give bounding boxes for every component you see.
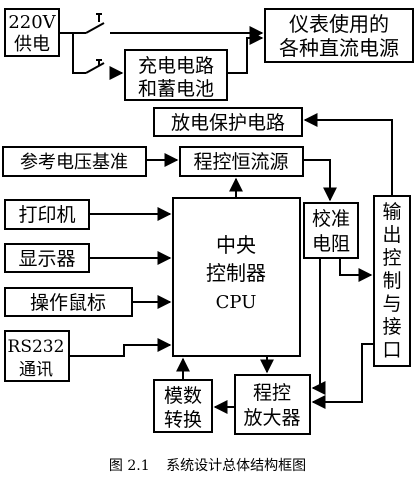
rs232-box: RS232 通讯	[4, 330, 70, 382]
output-to-amp-arrow	[311, 343, 374, 409]
printer-label: 打印机	[18, 204, 75, 226]
output-ctrl-char-6: 接	[382, 316, 401, 338]
cpu-label-1: 中央	[216, 233, 256, 257]
output-ctrl-box: 输 出 控 制 与 接 口	[373, 195, 411, 367]
supply-label-1: 220V	[8, 12, 56, 33]
calib-resistor-label-2: 电阻	[312, 233, 350, 255]
prog-current-label: 程控恒流源	[193, 151, 288, 173]
mouse-box: 操作鼠标	[4, 287, 133, 317]
ref-voltage-label: 参考电压基准	[20, 152, 128, 173]
calib-to-amp-arrow	[311, 258, 326, 395]
supply-label-2: 供电	[14, 34, 50, 55]
prog-amp-label-1: 程控	[253, 382, 291, 404]
cpu-label-3: CPU	[216, 292, 257, 313]
calib-resistor-label-1: 校准	[312, 208, 350, 230]
instrument-dc-box: 仪表使用的 各种直流电源	[264, 8, 414, 63]
cpu-box: 中央 控制器 CPU	[172, 197, 301, 357]
switch-to-dc-supply	[59, 13, 264, 40]
output-ctrl-char-7: 口	[382, 339, 401, 361]
calib-resistor-box: 校准 电阻	[303, 202, 359, 259]
output-ctrl-char-5: 与	[382, 293, 401, 315]
discharge-protect-box: 放电保护电路	[153, 107, 303, 137]
adc-label-2: 转换	[164, 409, 202, 431]
rs232-label-2: 通讯	[19, 360, 53, 380]
mouse-label: 操作鼠标	[30, 292, 106, 314]
output-ctrl-char-1: 输	[382, 201, 401, 223]
prog-amp-box: 程控 放大器	[234, 374, 311, 435]
output-to-protect-arrow	[303, 113, 393, 196]
adc-box: 模数 转换	[153, 379, 213, 433]
discharge-protect-label: 放电保护电路	[171, 112, 285, 134]
prog-current-box: 程控恒流源	[179, 146, 304, 177]
rs232-to-cpu-arrow	[69, 338, 172, 357]
display-label: 显示器	[18, 248, 75, 270]
charger-label-1: 充电电路	[138, 55, 214, 77]
ref-voltage-box: 参考电压基准	[2, 146, 147, 177]
figure-title: 系统设计总体结构框图	[166, 458, 307, 474]
charger-box: 充电电路 和蓄电池	[124, 49, 228, 101]
figure-number: 图 2.1	[108, 458, 150, 474]
charger-to-dc-arrow	[227, 31, 264, 74]
output-ctrl-char-3: 控	[382, 247, 401, 269]
display-box: 显示器	[4, 243, 90, 273]
instrument-dc-label-2: 各种直流电源	[279, 36, 399, 60]
output-ctrl-char-4: 制	[382, 270, 401, 292]
charger-label-2: 和蓄电池	[138, 78, 214, 100]
printer-box: 打印机	[4, 199, 90, 230]
calib-to-output-arrow	[339, 258, 373, 282]
adc-label-1: 模数	[164, 385, 202, 407]
cpu-label-2: 控制器	[206, 261, 266, 285]
figure-caption: 图 2.1 系统设计总体结构框图	[0, 455, 415, 475]
system-block-diagram: 220V 供电 仪表使用的 各种直流电源 充电电路 和蓄电池 放电保护电路 参考…	[2, 8, 414, 435]
instrument-dc-label-1: 仪表使用的	[289, 12, 389, 36]
output-ctrl-char-2: 出	[382, 224, 401, 246]
prog-amp-label-2: 放大器	[243, 407, 300, 429]
rs232-label-1: RS232	[8, 337, 65, 357]
switch-to-charger	[72, 33, 124, 80]
supply-box: 220V 供电	[4, 8, 60, 57]
current-to-calib-arrow	[303, 159, 337, 202]
